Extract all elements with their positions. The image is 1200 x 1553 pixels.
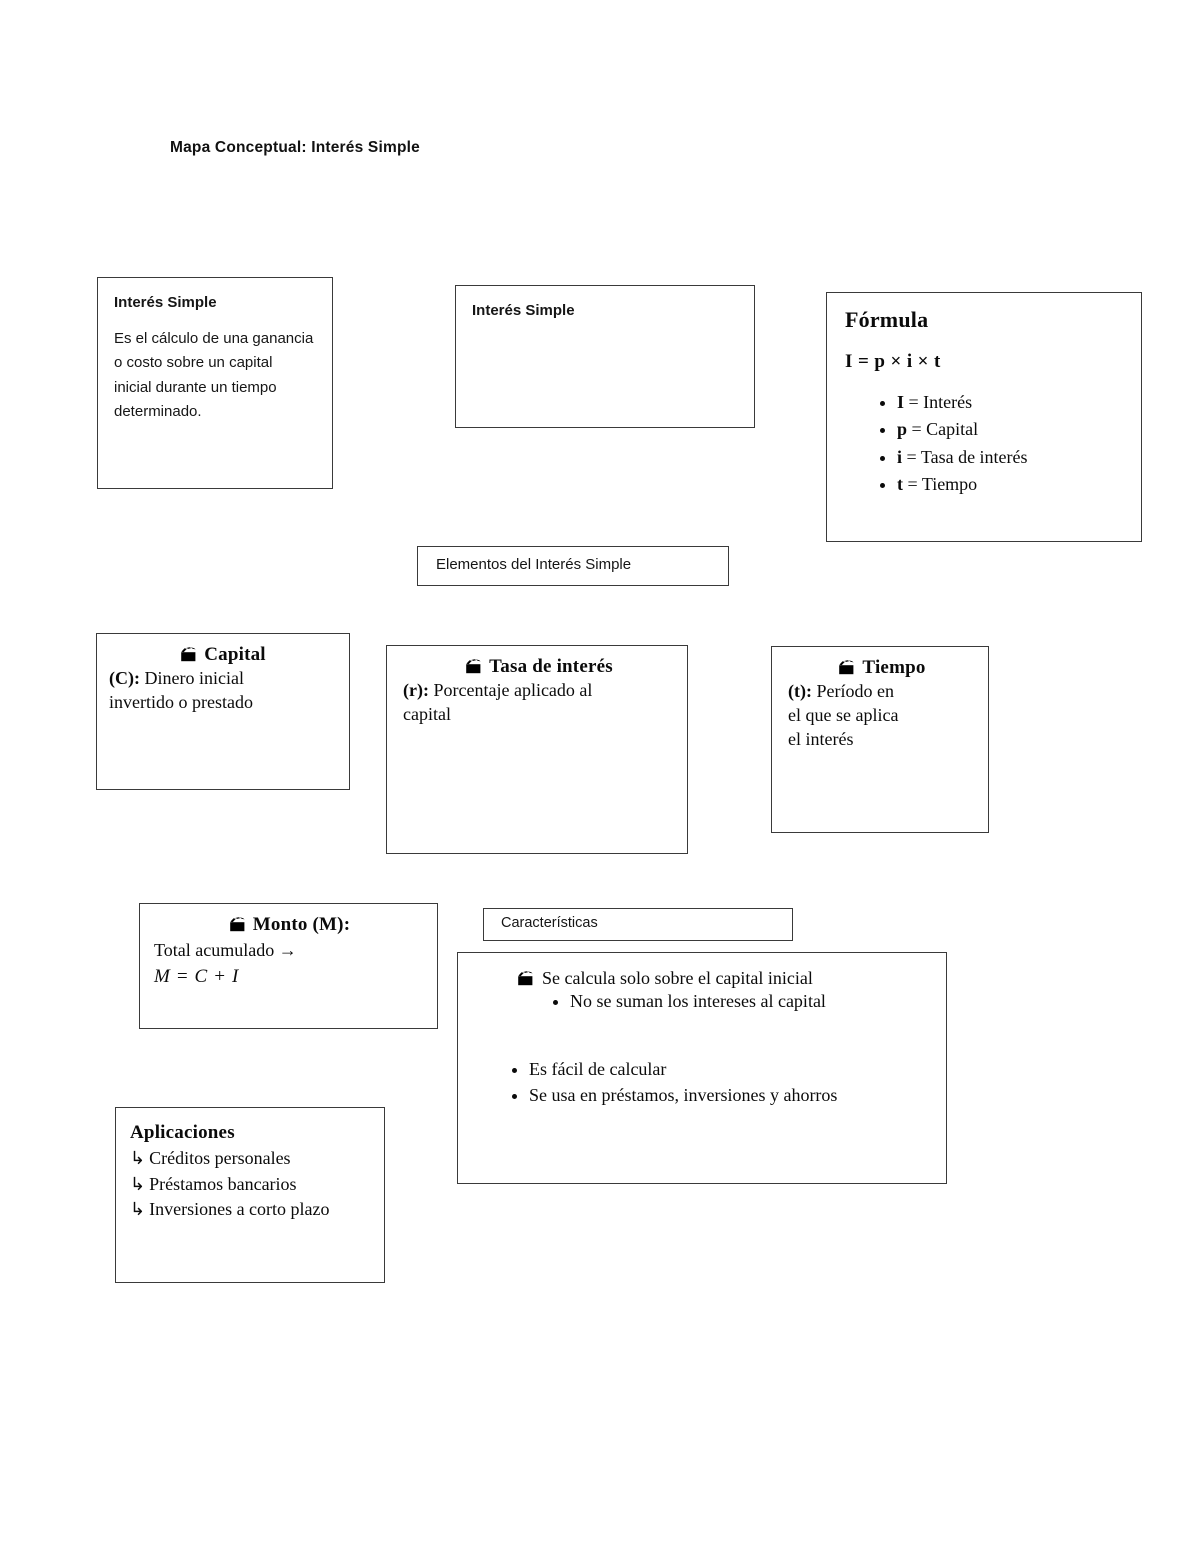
capital-title-row: Capital bbox=[109, 644, 337, 666]
legend-symbol: i bbox=[897, 446, 903, 467]
formula-title: Fórmula bbox=[845, 307, 929, 332]
list-item: i = Tasa de interés bbox=[897, 444, 1125, 471]
caracteristicas-heading: Características bbox=[501, 915, 598, 931]
list-item: No se suman los intereses al capital bbox=[570, 990, 932, 1014]
legend-symbol: p bbox=[897, 419, 908, 440]
node-tasa-box: Tasa de interés (r): Porcentaje aplicado… bbox=[386, 645, 688, 854]
legend-symbol: t bbox=[897, 474, 903, 495]
formula-legend-list: I = Interés p = Capital i = Tasa de inte… bbox=[845, 389, 1125, 498]
monto-title-row: Monto (M): bbox=[154, 914, 425, 936]
clapperboard-icon bbox=[180, 647, 197, 662]
clapperboard-icon bbox=[517, 971, 534, 986]
tasa-title: Tasa de interés bbox=[489, 656, 613, 677]
aplicaciones-item-text: Créditos personales bbox=[149, 1148, 291, 1168]
monto-line: Total acumulado → bbox=[154, 940, 297, 960]
legend-separator: = bbox=[903, 474, 922, 495]
down-right-arrow-icon: ↳ bbox=[130, 1199, 146, 1220]
definition-heading: Interés Simple bbox=[114, 294, 217, 311]
capital-title: Capital bbox=[204, 644, 266, 665]
aplicaciones-item-text: Préstamos bancarios bbox=[149, 1173, 297, 1194]
legend-separator: = bbox=[907, 419, 927, 440]
node-tiempo-box: Tiempo (t): Período en el que se aplica … bbox=[771, 646, 989, 833]
legend-separator: = bbox=[904, 392, 924, 412]
list-item: p = Capital bbox=[897, 416, 1125, 443]
node-capital-box: Capital (C): Dinero inicial invertido o … bbox=[96, 633, 350, 790]
list-item: ↳Préstamos bancarios bbox=[130, 1172, 372, 1198]
clapperboard-icon bbox=[465, 659, 482, 674]
tiempo-body: (t): Período en el que se aplica el inte… bbox=[788, 680, 910, 752]
tiempo-title: Tiempo bbox=[862, 657, 926, 678]
tiempo-description: Período en el que se aplica el interés bbox=[788, 681, 899, 749]
list-item: I = Interés bbox=[897, 389, 1125, 416]
node-aplicaciones-box: Aplicaciones ↳Créditos personales ↳Prést… bbox=[115, 1107, 385, 1283]
node-monto-box: Monto (M): Total acumulado → M = C + I bbox=[139, 903, 438, 1029]
caracteristicas-first-row: Se calcula solo sobre el capital inicial bbox=[472, 967, 932, 990]
aplicaciones-title: Aplicaciones bbox=[130, 1122, 235, 1143]
list-item: Se usa en préstamos, inversiones y ahorr… bbox=[529, 1084, 932, 1108]
list-item: ↳Inversiones a corto plazo bbox=[130, 1197, 372, 1223]
down-right-arrow-icon: ↳ bbox=[130, 1173, 146, 1194]
caracteristicas-first-text: Se calcula solo sobre el capital inicial bbox=[542, 968, 813, 988]
node-central-box: Interés Simple bbox=[455, 285, 755, 428]
node-caracteristicas-label-box: Características bbox=[483, 908, 793, 941]
tasa-code: (r): bbox=[403, 680, 429, 700]
node-caracteristicas-box: Se calcula solo sobre el capital inicial… bbox=[457, 952, 947, 1184]
elementos-heading: Elementos del Interés Simple bbox=[436, 556, 632, 573]
tiempo-title-row: Tiempo bbox=[788, 657, 976, 679]
clapperboard-icon bbox=[838, 660, 855, 675]
down-right-arrow-icon: ↳ bbox=[130, 1148, 146, 1168]
tasa-title-row: Tasa de interés bbox=[403, 656, 675, 678]
list-item: t = Tiempo bbox=[897, 471, 1125, 498]
capital-code: (C): bbox=[109, 668, 140, 688]
list-item: Es fácil de calcular bbox=[529, 1058, 932, 1082]
capital-body: (C): Dinero inicial invertido o prestado bbox=[109, 667, 259, 715]
page-title: Mapa Conceptual: Interés Simple bbox=[170, 139, 420, 156]
node-elementos-label-box: Elementos del Interés Simple bbox=[417, 546, 729, 586]
formula-equation: I = p × i × t bbox=[845, 351, 941, 372]
node-definition-box: Interés Simple Es el cálculo de una gana… bbox=[97, 277, 333, 489]
clapperboard-icon bbox=[229, 917, 246, 932]
legend-meaning: Interés bbox=[923, 392, 973, 412]
node-formula-box: Fórmula I = p × i × t I = Interés p = Ca… bbox=[826, 292, 1142, 542]
legend-meaning: Tiempo bbox=[921, 474, 978, 495]
legend-meaning: Tasa de interés bbox=[920, 446, 1028, 467]
aplicaciones-item-text: Inversiones a corto plazo bbox=[149, 1199, 330, 1220]
capital-description: Dinero inicial invertido o prestado bbox=[109, 668, 253, 712]
legend-separator: = bbox=[902, 446, 921, 467]
monto-equation: M = C + I bbox=[154, 966, 239, 988]
list-item: ↳Créditos personales bbox=[130, 1146, 372, 1172]
central-heading: Interés Simple bbox=[472, 302, 575, 319]
legend-symbol: I bbox=[897, 392, 905, 412]
tiempo-code: (t): bbox=[788, 681, 812, 701]
caracteristicas-list: Es fácil de calcular Se usa en préstamos… bbox=[472, 1058, 932, 1108]
tasa-body: (r): Porcentaje aplicado al capital bbox=[403, 679, 618, 727]
legend-meaning: Capital bbox=[926, 419, 979, 440]
definition-body: Es el cálculo de una ganancia o costo so… bbox=[114, 330, 314, 420]
monto-title: Monto (M): bbox=[252, 914, 351, 935]
tasa-description: Porcentaje aplicado al capital bbox=[403, 680, 593, 724]
caracteristicas-sub-list: No se suman los intereses al capital bbox=[472, 990, 932, 1014]
